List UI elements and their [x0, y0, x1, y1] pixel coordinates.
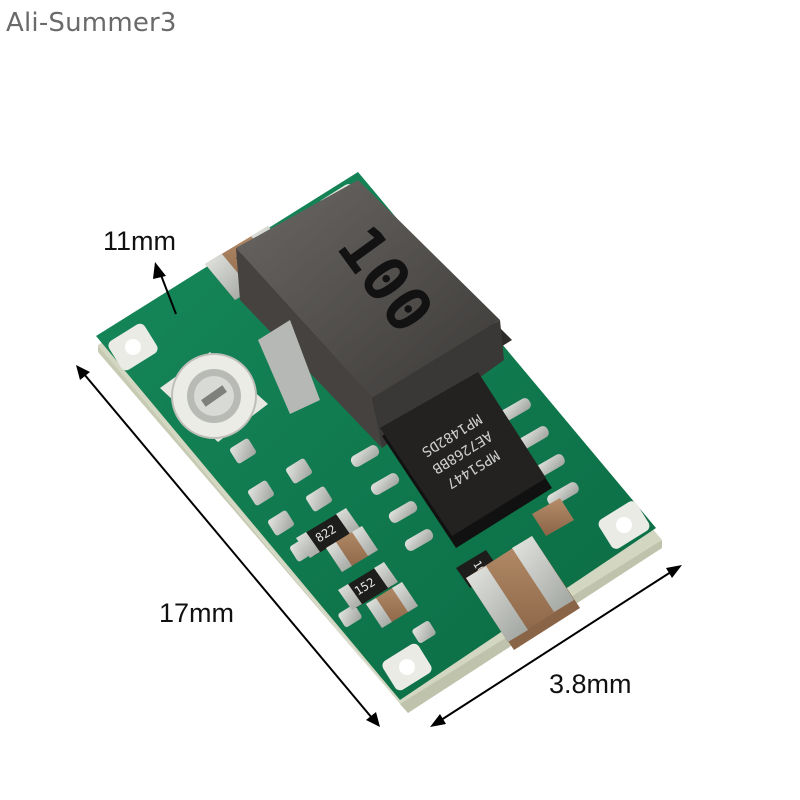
ic-chip: MP1482DS AE7268BB MPS1447 — [380, 372, 552, 548]
mounting-hole — [598, 501, 650, 549]
ic-pins — [350, 398, 579, 551]
capacitor-small — [366, 582, 418, 628]
capacitor-large — [466, 536, 580, 650]
dimension-arrow-width — [430, 565, 682, 727]
watermark: Ali-Summer3 — [6, 8, 177, 38]
dimension-arrow-length — [76, 365, 380, 727]
resistor-822: 822 — [296, 508, 360, 558]
solder-pad — [532, 498, 574, 536]
mounting-hole — [382, 643, 432, 691]
solder-pads — [230, 438, 436, 643]
mounting-hole — [108, 323, 158, 371]
dimension-arrow-height — [153, 262, 177, 315]
dimension-label-width: 3.8mm — [549, 669, 632, 699]
dimension-label-length: 17mm — [159, 598, 235, 628]
resistor-152: 152 — [338, 562, 398, 610]
potentiometer — [160, 352, 268, 442]
capacitor-small — [326, 526, 378, 572]
dimension-label-height: 11mm — [103, 226, 177, 256]
